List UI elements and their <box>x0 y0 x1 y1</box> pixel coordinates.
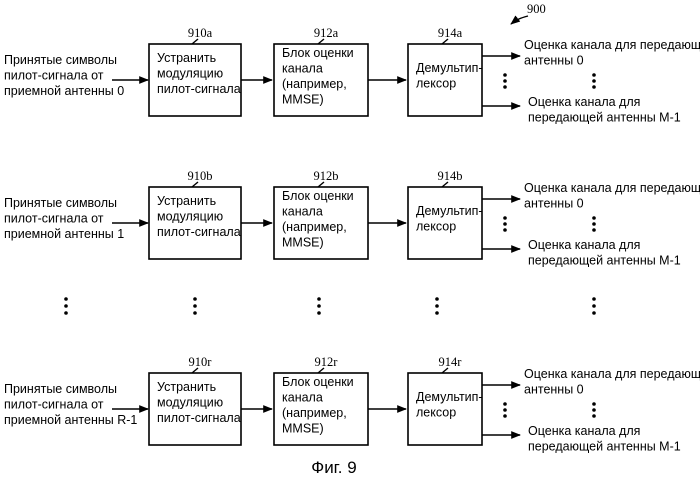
channel-estimator-block-label-line: канала <box>282 391 323 405</box>
demultiplexer-block-ref: 914b <box>438 169 463 183</box>
channel-estimator-block-label-line: (например, <box>282 220 347 234</box>
output-arrows-ellipsis <box>503 216 507 232</box>
demultiplexer-block-label-line: Демультип- <box>416 204 483 218</box>
output-label-first-line: Оценка канала для передающей <box>524 181 700 195</box>
input-label-line: пилот-сигнала от <box>4 212 104 226</box>
figure-ref-label: 900 <box>527 2 546 16</box>
demodulation-block-label-line: Устранить <box>157 194 216 208</box>
channel-estimator-block-label-line: Блок оценки <box>282 375 354 389</box>
output-label-first-line: антенны 0 <box>524 383 584 397</box>
demultiplexer-block-ref: 914r <box>439 355 463 369</box>
ellipsis-input-column <box>64 297 68 315</box>
demodulation-block-label-line: пилот-сигнала <box>157 411 241 425</box>
demodulation-block-ref: 910a <box>188 26 213 40</box>
channel-estimator-block-label-line: MMSE) <box>282 93 324 107</box>
input-label-line: пилот-сигнала от <box>4 398 104 412</box>
demultiplexer-block-ref: 914a <box>438 26 463 40</box>
ellipsis-demod-column <box>193 297 197 315</box>
demodulation-block-ref: 910r <box>189 355 213 369</box>
channel-estimator-block-label-line: (например, <box>282 77 347 91</box>
demultiplexer-block-label-line: лексор <box>416 406 456 420</box>
output-arrows-ellipsis <box>503 402 507 418</box>
processing-row: Принятые символы пилот-сигнала отприемной… <box>4 26 700 125</box>
output-label-first-line: антенны 0 <box>524 197 584 211</box>
demultiplexer-block-label-line: Демультип- <box>416 61 483 75</box>
processing-row: Принятые символы пилот-сигнала отприемной… <box>4 169 700 268</box>
output-label-last-line: Оценка канала для <box>528 424 640 438</box>
channel-estimator-block-label-line: MMSE) <box>282 236 324 250</box>
demodulation-block-label-line: пилот-сигнала <box>157 82 241 96</box>
demultiplexer-block-label-line: лексор <box>416 77 456 91</box>
output-labels-ellipsis <box>592 216 596 232</box>
output-labels-ellipsis <box>592 73 596 89</box>
channel-estimator-block-ref: 912a <box>314 26 339 40</box>
channel-estimator-block-label-line: канала <box>282 62 323 76</box>
output-label-last-line: передающей антенны M-1 <box>528 111 681 125</box>
channel-estimator-block-ref: 912b <box>314 169 339 183</box>
channel-estimator-block-label-line: канала <box>282 205 323 219</box>
rows-continuation-ellipsis <box>64 297 596 315</box>
output-label-first-line: Оценка канала для передающей <box>524 367 700 381</box>
figure-ref-pointer <box>511 16 528 24</box>
ellipsis-output-column <box>592 297 596 315</box>
input-label-line: приемной антенны 0 <box>4 84 124 98</box>
ellipsis-estimator-column <box>317 297 321 315</box>
output-arrows-ellipsis <box>503 73 507 89</box>
demultiplexer-block-label-line: лексор <box>416 220 456 234</box>
output-labels-ellipsis <box>592 402 596 418</box>
input-label-line: приемной антенны R-1 <box>4 413 137 427</box>
demodulation-block-label-line: пилот-сигнала <box>157 225 241 239</box>
demodulation-block-label-line: модуляцию <box>157 210 223 224</box>
output-label-last-line: передающей антенны M-1 <box>528 440 681 454</box>
demodulation-block-ref: 910b <box>188 169 213 183</box>
ellipsis-demux-column <box>435 297 439 315</box>
demultiplexer-block-label-line: Демультип- <box>416 390 483 404</box>
input-label-line: Принятые символы <box>4 53 117 67</box>
demodulation-block-label-line: модуляцию <box>157 67 223 81</box>
output-label-first-line: Оценка канала для передающей <box>524 38 700 52</box>
demodulation-block-label-line: модуляцию <box>157 396 223 410</box>
channel-estimator-block-ref: 912r <box>315 355 339 369</box>
output-label-last-line: передающей антенны M-1 <box>528 254 681 268</box>
channel-estimator-block-label-line: (например, <box>282 406 347 420</box>
output-label-last-line: Оценка канала для <box>528 95 640 109</box>
demodulation-block-label-line: Устранить <box>157 380 216 394</box>
input-label-line: приемной антенны 1 <box>4 227 124 241</box>
demodulation-block-label-line: Устранить <box>157 51 216 65</box>
channel-estimator-block-label-line: MMSE) <box>282 422 324 436</box>
output-label-last-line: Оценка канала для <box>528 238 640 252</box>
input-label-line: Принятые символы <box>4 382 117 396</box>
input-label-line: Принятые символы <box>4 196 117 210</box>
channel-estimator-block-label-line: Блок оценки <box>282 189 354 203</box>
input-label-line: пилот-сигнала от <box>4 69 104 83</box>
channel-estimator-block-label-line: Блок оценки <box>282 46 354 60</box>
figure-caption: Фиг. 9 <box>311 458 356 477</box>
processing-row: Принятые символы пилот-сигнала отприемной… <box>4 355 700 454</box>
output-label-first-line: антенны 0 <box>524 54 584 68</box>
